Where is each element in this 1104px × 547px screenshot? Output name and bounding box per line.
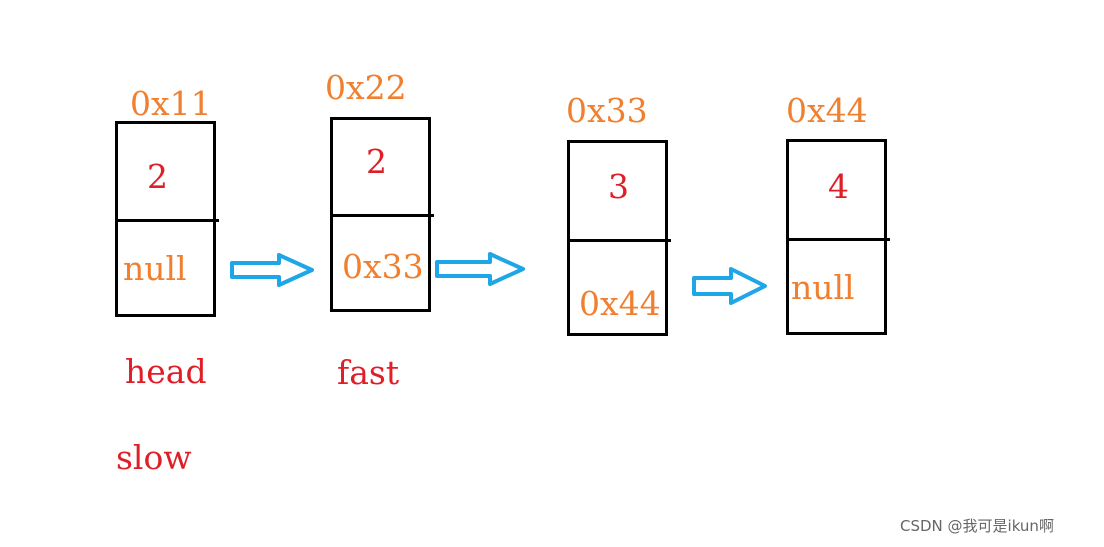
node-1-address: 0x11 xyxy=(130,84,212,123)
right-arrow-icon xyxy=(692,267,767,305)
head-label: head xyxy=(125,352,207,391)
node-3-divider xyxy=(567,239,671,242)
node-1-next-pointer: null xyxy=(123,249,187,288)
node-2-divider xyxy=(330,214,434,217)
node-2-value: 2 xyxy=(366,142,387,181)
fast-label: fast xyxy=(337,353,400,392)
node-4-divider xyxy=(786,238,890,241)
node-4-next-pointer: null xyxy=(791,268,855,307)
node-4-address: 0x44 xyxy=(786,91,868,130)
node-3-address: 0x33 xyxy=(566,91,648,130)
node-3-box xyxy=(567,140,668,336)
node-2-address: 0x22 xyxy=(325,68,407,107)
right-arrow-icon xyxy=(230,253,314,287)
node-1-divider xyxy=(115,219,219,222)
slow-label: slow xyxy=(116,438,192,477)
watermark: CSDN @我可是ikun啊 xyxy=(900,517,1054,535)
node-1-value: 2 xyxy=(147,157,168,196)
node-3-value: 3 xyxy=(608,167,629,206)
right-arrow-icon xyxy=(435,252,525,286)
node-4-value: 4 xyxy=(828,167,849,206)
node-2-next-pointer: 0x33 xyxy=(342,247,424,286)
node-4-box xyxy=(786,139,887,335)
node-3-next-pointer: 0x44 xyxy=(579,284,661,323)
